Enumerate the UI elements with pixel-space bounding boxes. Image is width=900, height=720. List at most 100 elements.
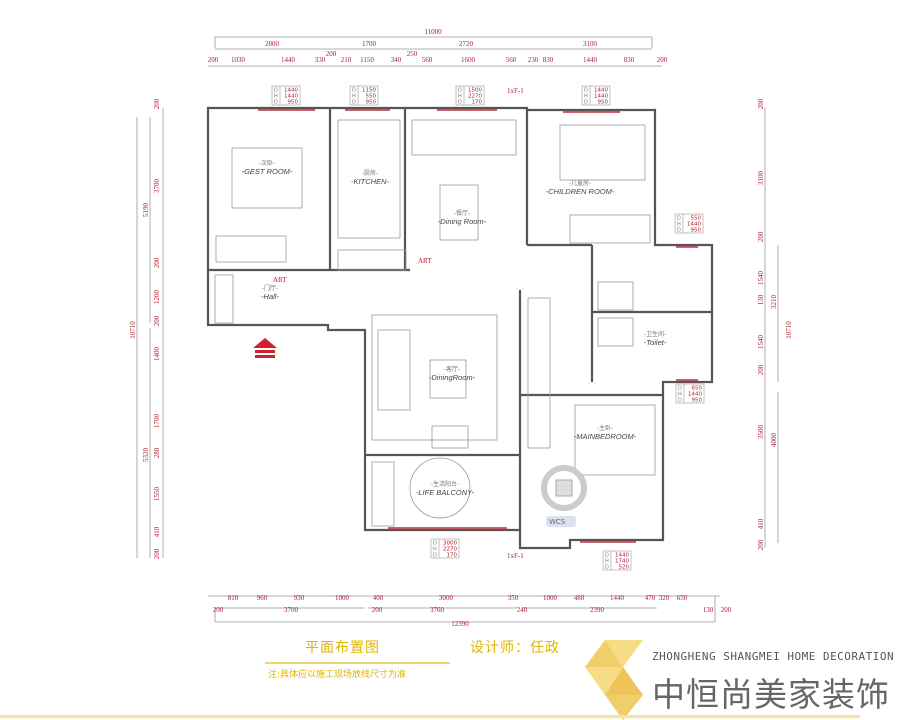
table-row-key: D — [584, 100, 588, 106]
room-label-cn: -厨房- — [362, 169, 378, 177]
dimension-total: 11000 — [424, 28, 442, 36]
table-row-key: D — [458, 100, 462, 106]
dimension-total: 12390 — [451, 620, 469, 628]
room-label-cn: -主卧- — [597, 424, 613, 432]
table-row-key: H — [458, 94, 462, 100]
dimension-label: 200 — [757, 539, 765, 550]
table-row-value: 550 — [691, 216, 702, 222]
dimension-total: 10710 — [785, 321, 793, 339]
dimension-label: 210 — [341, 56, 352, 64]
table-row-value: 950 — [288, 100, 299, 106]
dimension-label: 480 — [574, 594, 585, 602]
table-row-key: D — [677, 216, 681, 222]
table-border — [674, 213, 704, 234]
table-row-key: D — [352, 88, 356, 94]
room-label-cn: -客厅- — [444, 365, 460, 373]
dimension-lines — [136, 36, 779, 623]
table-row-value: 950 — [598, 100, 609, 106]
table-row-key: D — [605, 553, 609, 559]
room-label-en: -Dining Room- — [438, 217, 487, 226]
table-border — [349, 85, 379, 106]
dimension-label: 250 — [407, 50, 418, 58]
room-label-en: -CHILDREN ROOM- — [546, 187, 615, 196]
dimension-label: 2800 — [265, 40, 280, 48]
table-border — [675, 383, 705, 404]
dimension-label: 3210 — [770, 295, 778, 310]
dimension-label: 1540 — [757, 335, 765, 350]
table-row-value: 950 — [366, 100, 377, 106]
table-row-key: D — [352, 100, 356, 106]
table-row-value: 650 — [692, 386, 703, 392]
navigation-cube-widget[interactable]: WCS — [541, 465, 587, 527]
title-underline — [265, 662, 450, 664]
dimension-label: 200 — [153, 98, 161, 109]
table-row-key: H — [677, 222, 681, 228]
designer-label: 设计师：任政 — [470, 640, 560, 656]
table-row-value: 1440 — [284, 88, 298, 94]
dimension-label: 200 — [153, 315, 161, 326]
dimension-label: 3760 — [430, 606, 445, 614]
table-row-key: H — [274, 94, 278, 100]
dimension-label: 320 — [659, 594, 670, 602]
table-row-key: D — [433, 553, 437, 559]
dimension-label: 1000 — [543, 594, 558, 602]
table-row-value: 2270 — [443, 547, 457, 553]
dimension-label: 5320 — [142, 448, 150, 463]
table-row-value: 1440 — [615, 553, 629, 559]
dimension-label: 200 — [326, 50, 337, 58]
callout-label: 1xF-1 — [507, 87, 524, 95]
room-label-en: -DiningRoom- — [429, 373, 476, 382]
dimension-total: 10710 — [129, 321, 137, 339]
dimension-label: 560 — [506, 56, 517, 64]
room-label-en: -LIFE BALCONY- — [416, 488, 475, 497]
dimension-label: 200 — [757, 231, 765, 242]
dimension-label: 810 — [228, 594, 239, 602]
table-row-value: 550 — [366, 94, 377, 100]
dimension-label: 1600 — [461, 56, 476, 64]
dimension-label: 3100 — [757, 171, 765, 186]
dimension-label: 3500 — [757, 425, 765, 440]
entrance-arrow-icon — [253, 338, 277, 358]
room-label-cn: -儿童房- — [569, 179, 591, 187]
dimension-label: 5190 — [142, 203, 150, 218]
dimension-label: 2720 — [459, 40, 474, 48]
dimension-label: 350 — [508, 594, 519, 602]
plan-title: 平面布置图 — [305, 640, 380, 656]
dimension-label: 410 — [757, 518, 765, 529]
table-row-value: 3000 — [443, 541, 457, 547]
dimension-label: 330 — [315, 56, 326, 64]
room-label-en: -MAINBEDROOM- — [574, 432, 637, 441]
wcs-label[interactable]: WCS — [549, 518, 566, 526]
brand-name-english: ZHONGHENG SHANGMEI HOME DECORATION — [652, 650, 895, 663]
table-row-value: 1440 — [594, 88, 608, 94]
dimension-label: 340 — [391, 56, 402, 64]
dimension-label: 1150 — [360, 56, 374, 64]
table-row-value: 1440 — [688, 392, 702, 398]
brand-logo-icon — [585, 640, 643, 720]
dimension-label: 410 — [153, 526, 161, 537]
dimension-label: 3100 — [583, 40, 598, 48]
footer-line — [0, 715, 860, 718]
room-label-cn: -门厅- — [262, 284, 278, 292]
table-row-value: 1150 — [362, 88, 376, 94]
dimension-label: 1540 — [757, 271, 765, 286]
room-label-cn: -餐厅- — [454, 209, 470, 217]
table-border — [602, 550, 632, 571]
table-row-value: 520 — [619, 565, 630, 571]
room-label-en: -GEST ROOM- — [242, 167, 293, 176]
dimension-label: 400 — [373, 594, 384, 602]
table-row-value: 170 — [447, 553, 458, 559]
table-row-value: 170 — [472, 100, 483, 106]
table-row-key: D — [584, 88, 588, 94]
window-openings — [258, 109, 698, 543]
dimension-label: 3700 — [284, 606, 299, 614]
table-row-key: D — [678, 398, 682, 404]
dimension-label: 200 — [757, 364, 765, 375]
dimension-label: 560 — [422, 56, 433, 64]
